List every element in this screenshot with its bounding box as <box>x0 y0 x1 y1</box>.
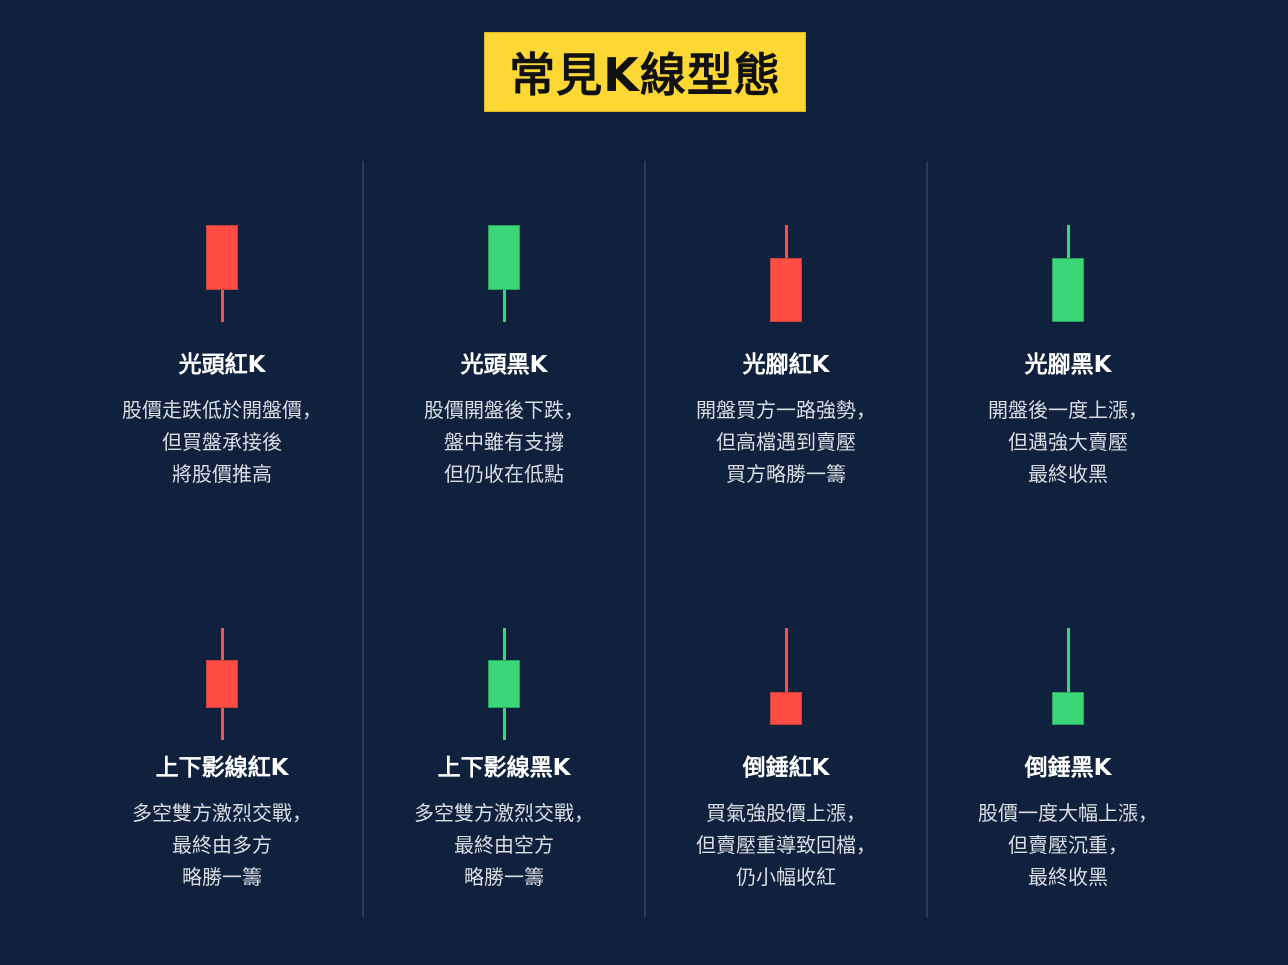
candle-upper-wick <box>1066 225 1070 258</box>
pattern-name: 光腳紅K <box>742 352 830 378</box>
candlestick-icon <box>645 225 927 325</box>
candle-body <box>206 225 238 290</box>
title-banner: 常見K線型態 <box>484 32 806 112</box>
candle-body <box>1052 258 1084 322</box>
candlestick-icon <box>81 628 363 743</box>
pattern-card-double-shadow-red: 上下影線紅K 多空雙方激烈交戰， 最終由多方 略勝一籌 <box>81 628 363 889</box>
column-divider <box>362 161 364 917</box>
candle-upper-wick <box>784 225 788 258</box>
pattern-card-double-shadow-black: 上下影線黑K 多空雙方激烈交戰， 最終由空方 略勝一籌 <box>363 628 645 889</box>
pattern-description: 買氣強股價上漲， 但賣壓重導致回檔， 仍小幅收紅 <box>696 801 876 889</box>
pattern-name: 上下影線紅K <box>155 755 289 781</box>
candle-body <box>488 225 520 290</box>
page-title: 常見K線型態 <box>509 48 781 102</box>
candlestick-icon <box>927 628 1209 743</box>
candle-body <box>206 660 238 708</box>
candlestick-icon <box>363 628 645 743</box>
candlestick-icon <box>363 225 645 325</box>
candle-lower-wick <box>502 290 506 322</box>
candle-lower-wick <box>220 290 224 322</box>
pattern-card-shaven-head-red: 光頭紅K 股價走跌低於開盤價， 但買盤承接後 將股價推高 <box>81 225 363 486</box>
candlestick-icon <box>645 628 927 743</box>
column-divider <box>926 161 928 917</box>
pattern-name: 倒錘紅K <box>742 755 830 781</box>
candle-body <box>488 660 520 708</box>
candle-upper-wick <box>1066 628 1070 693</box>
column-divider <box>644 161 646 917</box>
candle-body <box>770 692 802 725</box>
pattern-name: 光頭紅K <box>178 352 266 378</box>
pattern-card-shaven-bottom-red: 光腳紅K 開盤買方一路強勢， 但高檔遇到賣壓 買方略勝一籌 <box>645 225 927 486</box>
candlestick-icon <box>927 225 1209 325</box>
pattern-card-shaven-bottom-black: 光腳黑K 開盤後一度上漲， 但遇強大賣壓 最終收黑 <box>927 225 1209 486</box>
candlestick-icon <box>81 225 363 325</box>
candle-upper-wick <box>220 628 224 661</box>
pattern-name: 上下影線黑K <box>437 755 571 781</box>
pattern-description: 股價走跌低於開盤價， 但買盤承接後 將股價推高 <box>122 398 322 486</box>
candle-body <box>770 258 802 322</box>
pattern-description: 開盤後一度上漲， 但遇強大賣壓 最終收黑 <box>988 398 1148 486</box>
pattern-description: 多空雙方激烈交戰， 最終由空方 略勝一籌 <box>414 801 594 889</box>
candle-body <box>1052 692 1084 725</box>
candle-lower-wick <box>220 708 224 740</box>
pattern-name: 倒錘黑K <box>1024 755 1112 781</box>
pattern-card-shaven-head-black: 光頭黑K 股價開盤後下跌， 盤中雖有支撐 但仍收在低點 <box>363 225 645 486</box>
candle-upper-wick <box>502 628 506 661</box>
candle-upper-wick <box>784 628 788 693</box>
pattern-name: 光頭黑K <box>460 352 548 378</box>
pattern-description: 股價一度大幅上漲， 但賣壓沉重， 最終收黑 <box>978 801 1158 889</box>
pattern-card-inverted-hammer-black: 倒錘黑K 股價一度大幅上漲， 但賣壓沉重， 最終收黑 <box>927 628 1209 889</box>
pattern-description: 多空雙方激烈交戰， 最終由多方 略勝一籌 <box>132 801 312 889</box>
pattern-description: 股價開盤後下跌， 盤中雖有支撐 但仍收在低點 <box>424 398 584 486</box>
candle-lower-wick <box>502 708 506 740</box>
pattern-description: 開盤買方一路強勢， 但高檔遇到賣壓 買方略勝一籌 <box>696 398 876 486</box>
pattern-name: 光腳黑K <box>1024 352 1112 378</box>
pattern-card-inverted-hammer-red: 倒錘紅K 買氣強股價上漲， 但賣壓重導致回檔， 仍小幅收紅 <box>645 628 927 889</box>
